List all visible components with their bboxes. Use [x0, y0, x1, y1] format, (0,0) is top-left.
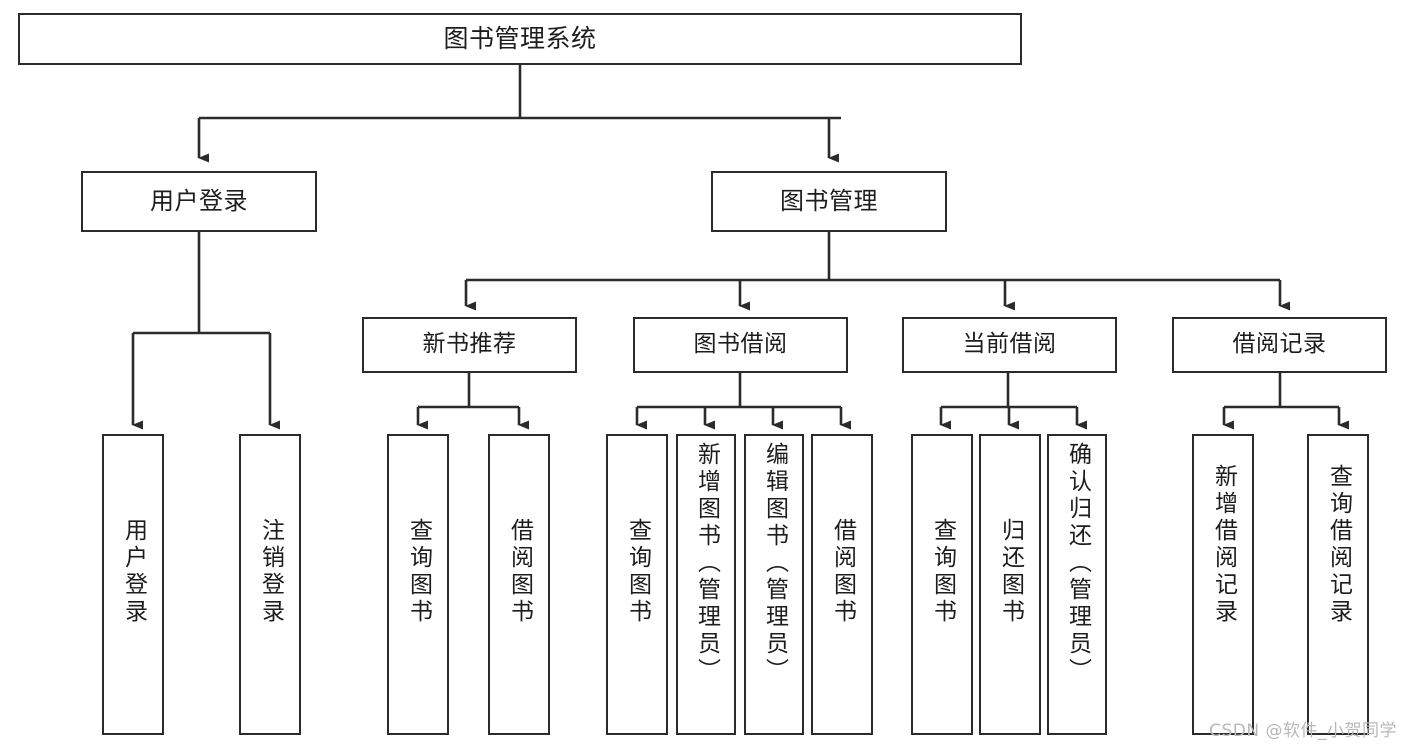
node-leaf-query-book-1[interactable]: 查询图书: [387, 434, 449, 735]
node-leaf-query-book-3[interactable]: 查询图书: [911, 434, 973, 735]
node-current-borrow[interactable]: 当前借阅: [902, 317, 1117, 373]
node-leaf-logout-login[interactable]: 注销登录: [239, 434, 301, 735]
node-leaf-add-book[interactable]: 新增图书（管理员）: [676, 434, 736, 735]
node-leaf-borrow-book-1-label: 借阅图书: [506, 518, 533, 626]
node-leaf-borrow-book-2-label: 借阅图书: [829, 518, 856, 626]
node-leaf-add-record[interactable]: 新增借阅记录: [1192, 434, 1254, 735]
node-user-login[interactable]: 用户登录: [81, 171, 317, 232]
node-leaf-confirm-return[interactable]: 确认归还（管理员）: [1047, 434, 1107, 735]
node-leaf-borrow-book-2[interactable]: 借阅图书: [811, 434, 873, 735]
node-user-login-label: 用户登录: [150, 187, 248, 216]
node-leaf-query-book-1-label: 查询图书: [405, 518, 432, 626]
node-borrow-record-label: 借阅记录: [1232, 331, 1327, 358]
node-root-label: 图书管理系统: [443, 24, 597, 53]
node-leaf-edit-book-label: 编辑图书（管理员）: [761, 442, 788, 685]
node-leaf-logout-login-label: 注销登录: [257, 518, 284, 626]
node-leaf-return-book[interactable]: 归还图书: [979, 434, 1041, 735]
node-leaf-confirm-return-label: 确认归还（管理员）: [1064, 442, 1091, 685]
node-book-borrow-label: 图书借阅: [693, 331, 788, 358]
node-root-book-management-system[interactable]: 图书管理系统: [18, 13, 1022, 65]
node-leaf-query-book-2[interactable]: 查询图书: [606, 434, 668, 735]
node-book-management-label: 图书管理: [780, 187, 878, 216]
node-leaf-borrow-book-1[interactable]: 借阅图书: [488, 434, 550, 735]
node-leaf-query-book-2-label: 查询图书: [624, 518, 651, 626]
node-leaf-query-book-3-label: 查询图书: [929, 518, 956, 626]
node-leaf-query-record[interactable]: 查询借阅记录: [1307, 434, 1369, 735]
node-current-borrow-label: 当前借阅: [962, 331, 1057, 358]
node-leaf-edit-book[interactable]: 编辑图书（管理员）: [744, 434, 804, 735]
node-leaf-user-login[interactable]: 用户登录: [102, 434, 164, 735]
node-new-book-recommend[interactable]: 新书推荐: [362, 317, 577, 373]
node-book-borrow[interactable]: 图书借阅: [633, 317, 848, 373]
node-leaf-return-book-label: 归还图书: [997, 518, 1024, 626]
node-new-book-recommend-label: 新书推荐: [422, 331, 517, 358]
csdn-watermark: CSDN @软件_小贺同学: [1209, 721, 1397, 741]
node-book-management[interactable]: 图书管理: [711, 171, 947, 232]
node-leaf-query-record-label: 查询借阅记录: [1325, 464, 1352, 626]
node-leaf-add-book-label: 新增图书（管理员）: [693, 442, 720, 685]
node-leaf-add-record-label: 新增借阅记录: [1210, 464, 1237, 626]
node-borrow-record[interactable]: 借阅记录: [1172, 317, 1387, 373]
node-leaf-user-login-label: 用户登录: [120, 518, 147, 626]
